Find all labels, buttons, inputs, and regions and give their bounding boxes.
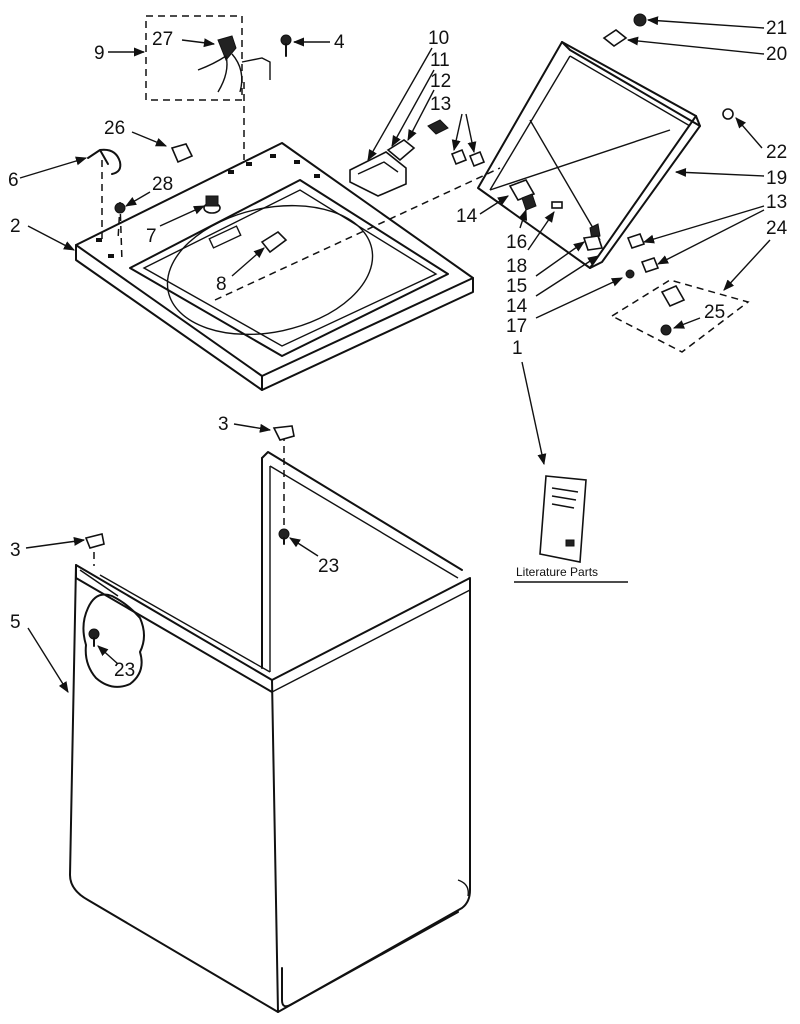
label-11: 11	[430, 50, 450, 71]
part-23-screw-front	[88, 628, 100, 647]
part-3-cap-rear	[272, 425, 295, 441]
label-23-rear: 23	[318, 556, 339, 577]
part-14-16-hinge-parts	[508, 179, 563, 211]
label-2: 2	[10, 216, 21, 237]
part-24-inset	[610, 279, 750, 353]
label-18: 18	[506, 256, 527, 277]
label-4: 4	[334, 32, 345, 53]
label-23-front: 23	[114, 660, 135, 681]
literature-caption: Literature Parts	[516, 565, 598, 579]
label-5: 5	[10, 612, 21, 633]
part-8-actuator	[260, 230, 288, 254]
label-13-top: 13	[430, 94, 451, 115]
label-3-rear: 3	[218, 414, 229, 435]
label-14-lower: 14	[506, 296, 528, 317]
label-7: 7	[146, 226, 157, 247]
part-15-18-hinge-parts	[582, 223, 604, 251]
part-7-grommet	[203, 195, 221, 214]
label-22: 22	[766, 142, 787, 163]
label-27: 27	[152, 29, 173, 50]
label-12: 12	[430, 71, 451, 92]
part-4-screw	[280, 34, 292, 57]
label-10: 10	[428, 28, 449, 49]
label-13-right: 13	[766, 192, 787, 213]
washer-lid	[477, 41, 701, 269]
part-13-screws	[427, 119, 486, 168]
part-3-cap-front	[84, 533, 105, 549]
label-19: 19	[766, 168, 787, 189]
label-21: 21	[766, 18, 787, 39]
label-26: 26	[104, 118, 125, 139]
label-6: 6	[8, 170, 19, 191]
part-22-pad	[722, 108, 734, 120]
label-28: 28	[152, 174, 173, 195]
label-1: 1	[512, 338, 523, 359]
literature-booklet	[539, 475, 587, 563]
label-25: 25	[704, 302, 725, 323]
part-10-hinge	[349, 151, 407, 197]
wiring-harness-inset	[145, 15, 271, 101]
part-21-knob	[633, 13, 647, 27]
label-3-front: 3	[10, 540, 21, 561]
label-8: 8	[216, 274, 227, 295]
cabinet	[69, 451, 471, 1013]
part-23-screw-rear	[278, 528, 290, 545]
part-28-nut	[114, 202, 126, 214]
label-20: 20	[766, 44, 787, 65]
label-17: 17	[506, 316, 527, 337]
label-9: 9	[94, 43, 105, 64]
part-6-bracket	[87, 148, 122, 175]
part-20-bumper	[602, 29, 628, 47]
part-26-clip	[170, 143, 194, 164]
part-13-screws-right	[625, 233, 660, 279]
label-15: 15	[506, 276, 527, 297]
leader-arrows	[19, 16, 771, 693]
label-16: 16	[506, 232, 527, 253]
label-24: 24	[766, 218, 788, 239]
label-14-upper: 14	[456, 206, 478, 227]
washer-top	[75, 142, 474, 391]
